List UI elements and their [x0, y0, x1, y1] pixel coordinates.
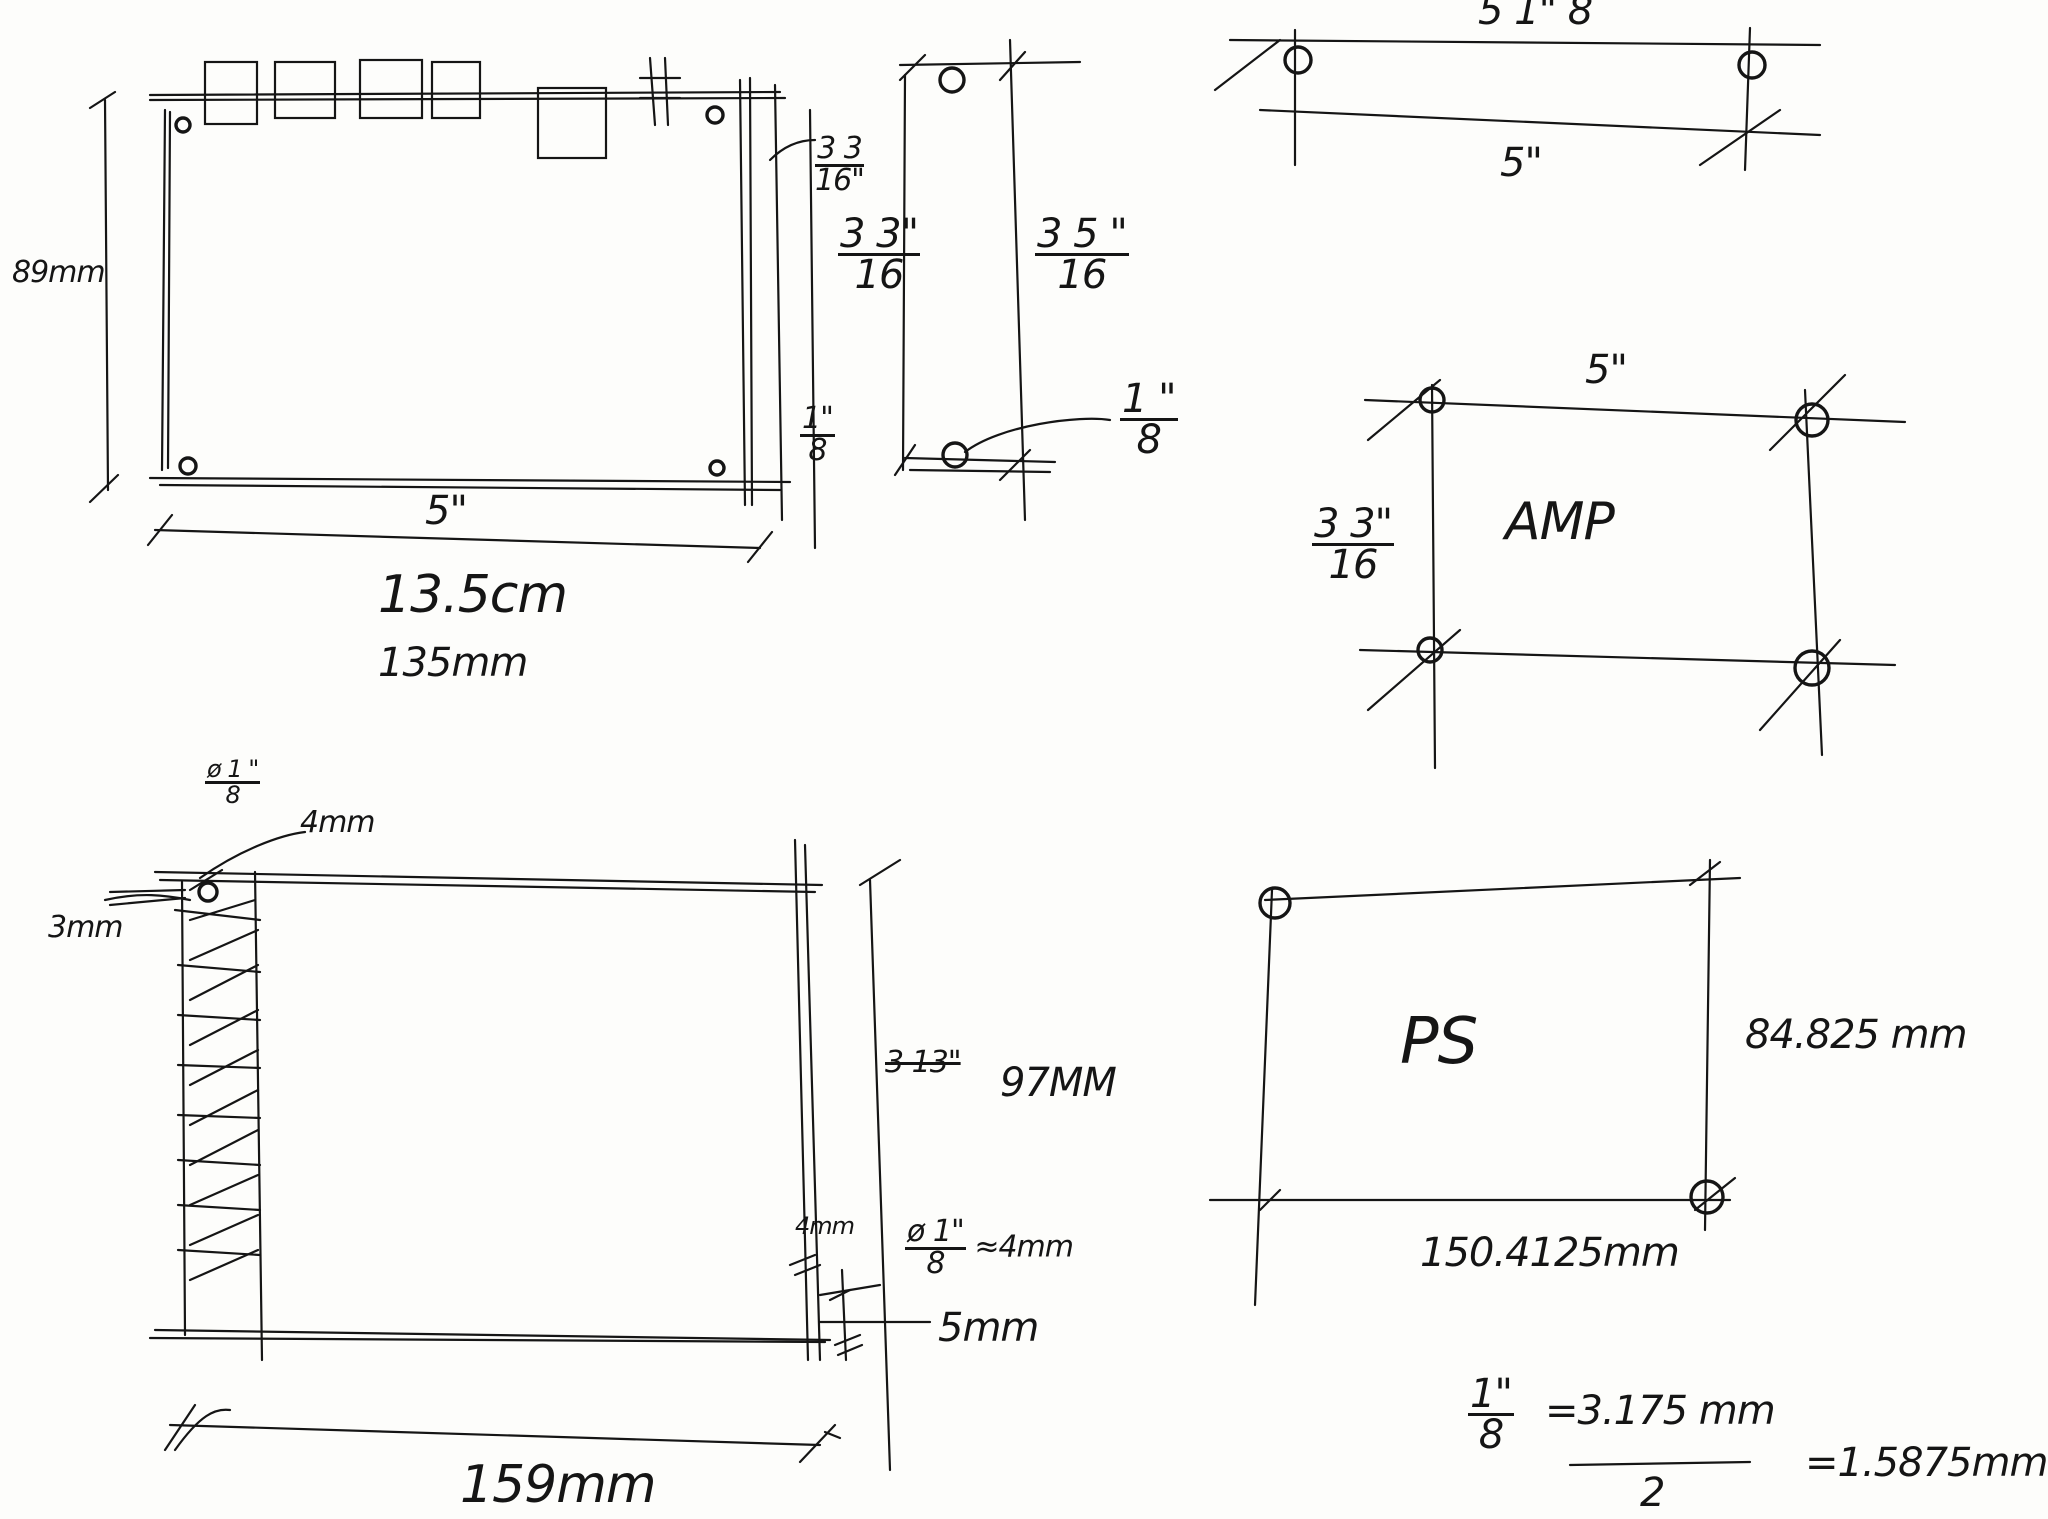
side-hole-den: 8: [1136, 417, 1162, 463]
board-corner-hole-den: 8: [808, 432, 827, 468]
ps-height-label: 84.825 mm: [1745, 1012, 1968, 1058]
board-height-label: 89mm: [12, 255, 106, 290]
board-corner-hole: 1"8: [800, 401, 835, 468]
hole-note-den: 8: [926, 1245, 945, 1281]
conversion-lines: [1568, 1460, 1752, 1467]
conversion-divisor: 2: [1640, 1470, 1665, 1516]
ps-panel: [1208, 858, 1742, 1307]
bottom-left-hatch: [173, 898, 262, 1282]
board-width-mm: 159mm: [460, 1455, 657, 1515]
conversion-equals: =3.175 mm: [1545, 1388, 1776, 1434]
board-corner-hole-num: 1": [800, 401, 835, 437]
board-top-left-components: [203, 56, 682, 160]
ps-title: PS: [1400, 1005, 1478, 1079]
board-width-label: 5": [425, 488, 468, 534]
side-view-outline: [893, 38, 1112, 522]
amp-height-num: 3 3": [1312, 501, 1395, 547]
amp-top-label: 5": [1585, 347, 1628, 393]
bottom-left-dimensions: [163, 1253, 932, 1464]
conversion-result: =1.5875mm: [1805, 1440, 2048, 1486]
board-edge-offset-den: 16": [815, 162, 865, 198]
amp-panel: [1358, 373, 1907, 770]
side-hole-num: 1 ": [1120, 376, 1178, 422]
board-height-mm: 97MM: [1000, 1060, 1117, 1106]
amp-height-dim: 3 3"16: [1312, 501, 1395, 588]
board-top-left-outline: [148, 76, 792, 522]
top-panel-width-bottom: 5": [1500, 140, 1543, 186]
board-top-left-holes: [174, 105, 726, 477]
right-offset-top: 4mm: [795, 1212, 855, 1240]
ps-width-label: 150.4125mm: [1420, 1230, 1680, 1276]
height-struck-label: 3 13": [885, 1045, 962, 1080]
top-right-panel: [1213, 26, 1822, 172]
hole-note-num: ø 1": [905, 1214, 966, 1250]
conversion-frac-den: 8: [1478, 1412, 1504, 1458]
top-panel-top-den: 8: [1567, 0, 1593, 34]
conversion-fraction: 1"8: [1468, 1371, 1514, 1458]
board-overall-width-cm: 13.5cm: [378, 565, 568, 625]
board-top-left-dimensions: [88, 90, 817, 564]
board-edge-offset-num: 3 3: [815, 131, 864, 167]
side-right-den: 16: [1057, 252, 1107, 298]
hole-dia-num: ø 1 ": [205, 755, 261, 784]
top-offset-label: 4mm: [300, 805, 376, 840]
side-hole-dim: 1 "8: [1120, 376, 1178, 463]
top-panel-top-label: 5 1": [1478, 0, 1557, 34]
side-right-dim: 3 5 "16: [1035, 211, 1129, 298]
hole-dia-label: ø 1 "8: [205, 755, 261, 809]
hole-note: ø 1"8 ≈4mm: [905, 1214, 1074, 1281]
side-offset-label: 3mm: [48, 910, 124, 945]
board-overall-width-mm: 135mm: [378, 640, 528, 686]
bottom-left-board: [148, 838, 902, 1472]
side-left-den: 16: [854, 252, 905, 298]
conversion-frac-num: 1": [1468, 1371, 1514, 1417]
top-panel-width-top: 5 1" 8: [1478, 0, 1593, 34]
side-left-num: 3 3": [838, 211, 921, 257]
side-right-num: 3 5 ": [1035, 211, 1129, 257]
amp-title: AMP: [1505, 492, 1615, 552]
hole-note-approx: ≈4mm: [974, 1229, 1074, 1265]
right-offset-bottom: 5mm: [938, 1305, 1039, 1351]
hole-dia-den: 8: [225, 780, 240, 809]
bottom-left-holes: [103, 830, 307, 907]
side-left-dim: 3 3"16: [838, 211, 921, 298]
amp-height-den: 16: [1328, 542, 1379, 588]
